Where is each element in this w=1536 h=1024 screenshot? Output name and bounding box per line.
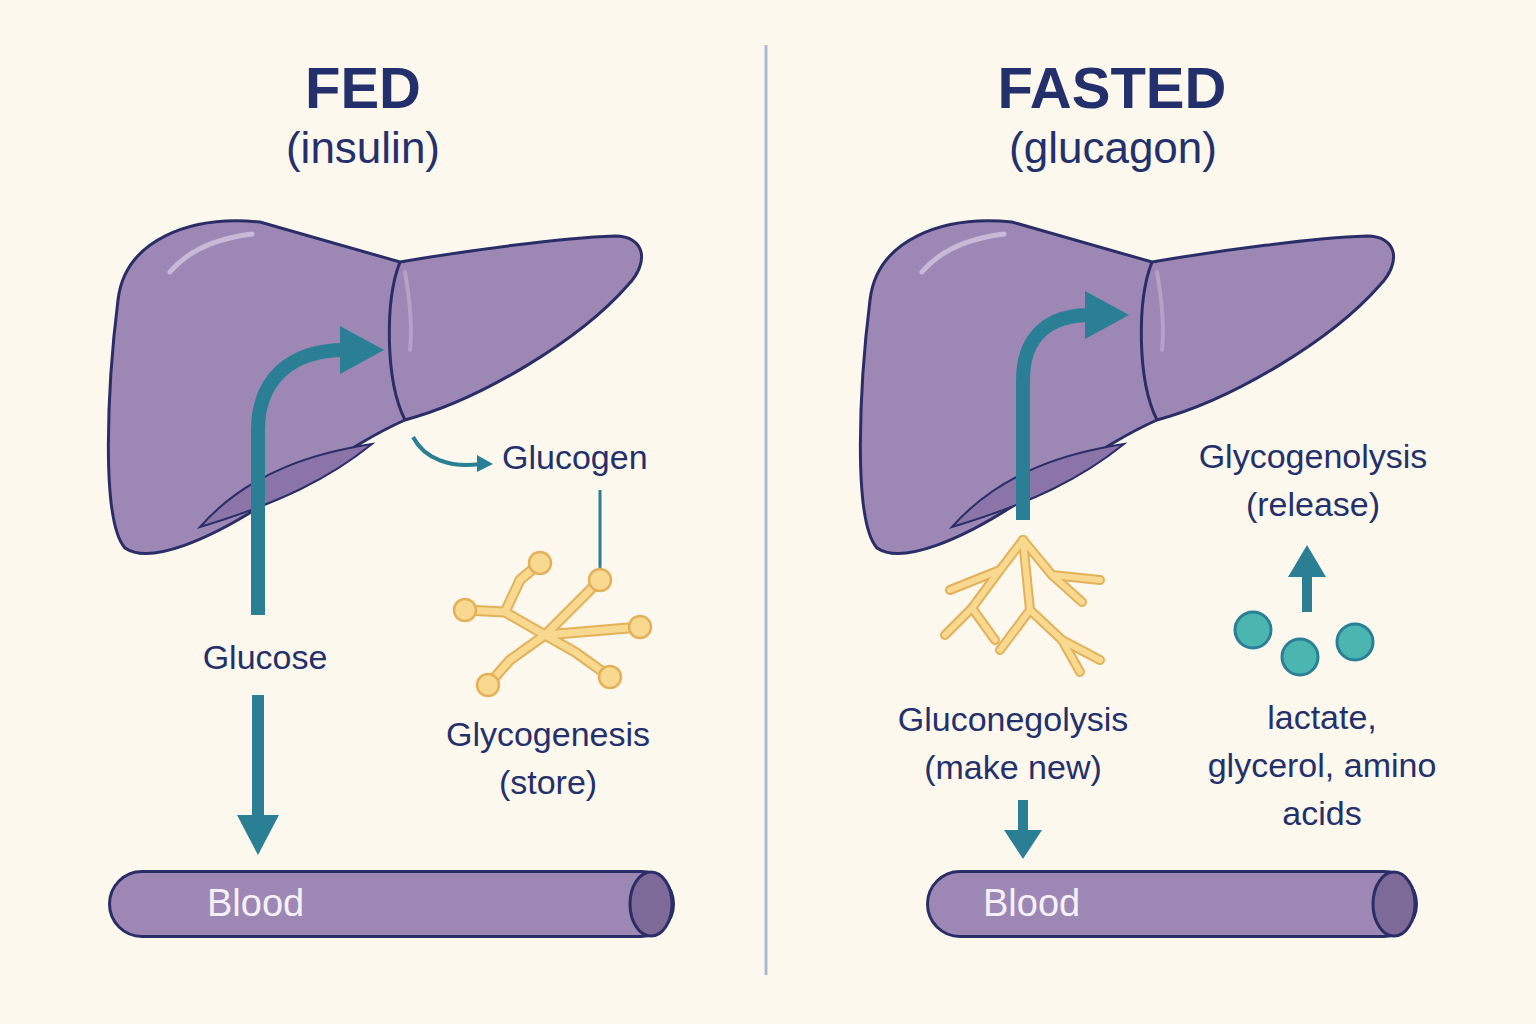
process-label: Glycogenolysis (release): [1181, 433, 1446, 529]
panel-title: FED: [163, 53, 563, 123]
glucose-output-arrow: [1023, 291, 1129, 520]
glycogen-molecule: [454, 552, 651, 696]
vessel-opening: [630, 872, 672, 936]
glucose-uptake-arrow: [258, 326, 384, 615]
vessel-opening: [1373, 872, 1415, 936]
leader-line: [599, 490, 602, 572]
process-label: Gluconegolysis (make new): [863, 696, 1163, 792]
precursor-up-arrow: [1288, 545, 1326, 612]
vessel-body: [928, 872, 1417, 937]
process-label: Glycogenesis (store): [408, 711, 688, 807]
vessel-label: Blood: [983, 881, 1080, 927]
glucose-release-arrow: [237, 695, 279, 855]
vessel-outline: [108, 870, 675, 938]
precursor-label: lactate, glycerol, amino acids: [1205, 694, 1440, 838]
panel-title: FASTED: [902, 53, 1322, 123]
precursor-molecules: [1235, 612, 1373, 675]
hormone-label: (insulin): [163, 122, 563, 175]
hormone-label: (glucagon): [913, 122, 1313, 175]
molecule-label: Glucogen: [502, 437, 742, 478]
panel-divider: [765, 45, 768, 975]
blood-vessel: Blood: [108, 870, 675, 938]
molecule-label: Glucose: [145, 637, 385, 678]
blood-vessel: Blood: [926, 870, 1418, 938]
small-curved-arrow: [413, 437, 493, 472]
release-down-arrow: [1004, 800, 1042, 859]
liver-shape: [108, 221, 641, 554]
vessel-label: Blood: [207, 881, 304, 927]
vessel-body: [110, 872, 674, 937]
glycogen-branches: [945, 540, 1100, 672]
